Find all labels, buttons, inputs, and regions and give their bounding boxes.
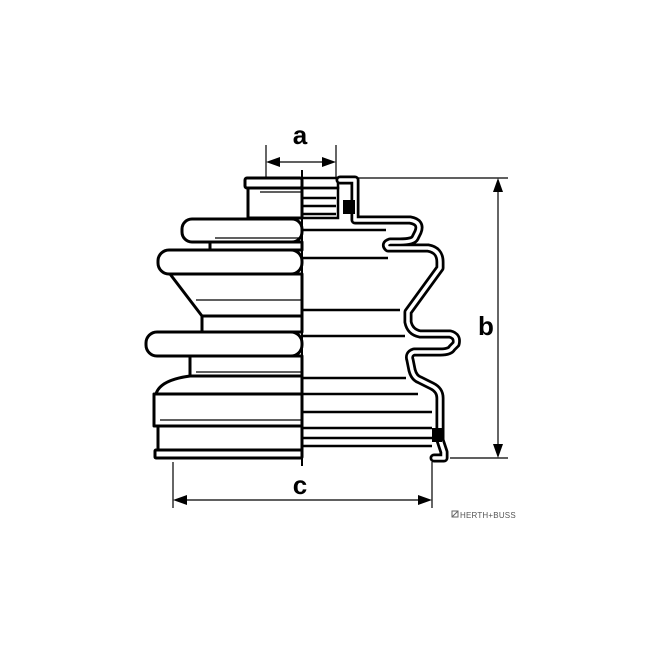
dimension-c-label: c (293, 470, 307, 500)
dimension-a-label: a (293, 120, 308, 150)
dimension-a: a (265, 120, 337, 178)
boot-right-section (300, 175, 461, 463)
brand-text: HERTH+BUSS (460, 511, 516, 520)
boot-left-profile (144, 176, 304, 460)
brand-watermark: HERTH+BUSS (451, 510, 516, 520)
dimension-b-label: b (478, 311, 494, 341)
dimension-c: c (172, 462, 433, 508)
herth-buss-logo-icon (451, 510, 459, 518)
dimension-b: b (358, 177, 508, 459)
